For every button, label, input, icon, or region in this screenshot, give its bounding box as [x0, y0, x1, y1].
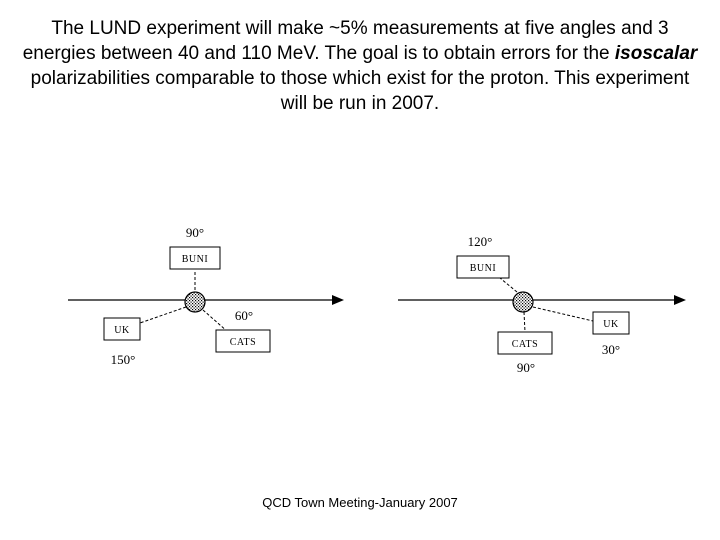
- left-uk-dashed-line: [139, 306, 187, 324]
- right-setup: BUNI 120° CATS 90° UK 30°: [398, 234, 686, 375]
- left-uk-detector: [103, 317, 141, 341]
- left-bunI-label: BUNI: [182, 254, 208, 265]
- right-beam-arrow: [674, 295, 686, 305]
- right-bunI-angle: 120°: [468, 234, 493, 249]
- intro-part1: The LUND experiment will make ~5% measur…: [22, 18, 669, 64]
- right-uk-detector: [592, 311, 630, 335]
- right-cats-detector: [497, 331, 553, 355]
- left-cats-angle: 60°: [235, 308, 253, 323]
- right-target: [512, 291, 534, 313]
- left-cats-dashed-line: [202, 309, 229, 333]
- right-uk-angle: 30°: [602, 342, 620, 357]
- left-target: [184, 291, 206, 313]
- intro-part2: polarizabilities comparable to those whi…: [30, 68, 690, 114]
- left-bunI-angle: 90°: [186, 225, 204, 240]
- intro-text: The LUND experiment will make ~5% measur…: [20, 16, 700, 116]
- right-cats-angle: 90°: [517, 360, 535, 375]
- right-bunI-label: BUNI: [470, 263, 496, 274]
- left-cats-detector: [215, 329, 271, 353]
- right-bunI-dashed-line: [499, 277, 518, 293]
- right-uk-dashed-line: [532, 306, 594, 322]
- right-uk-label: UK: [603, 319, 619, 330]
- left-cats-label: CATS: [230, 337, 256, 348]
- right-bunI-detector: [456, 255, 510, 279]
- left-uk-angle: 150°: [111, 352, 136, 367]
- left-setup: BUNI 90° CATS 60° UK 150°: [68, 225, 344, 367]
- left-uk-label: UK: [114, 325, 130, 336]
- footer-text: QCD Town Meeting-January 2007: [262, 495, 458, 510]
- intro-emphasis: isoscalar: [614, 43, 698, 64]
- left-beam-arrow: [332, 295, 344, 305]
- left-bunI-detector: [169, 246, 221, 270]
- right-cats-dashed-line: [523, 311, 526, 333]
- right-cats-label: CATS: [512, 339, 538, 350]
